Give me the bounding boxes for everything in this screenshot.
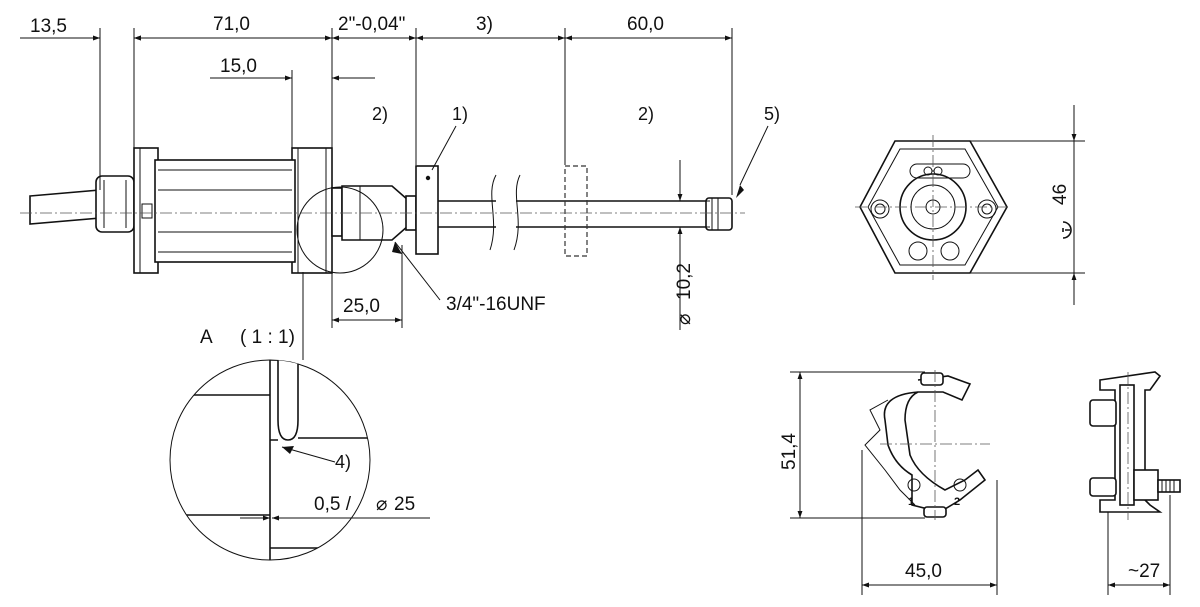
dim-51-4: 51,4	[779, 433, 800, 470]
callout-1: 1)	[452, 104, 468, 124]
dim-0-5-diameter: ⌀	[376, 494, 387, 515]
connector-side-view	[1089, 371, 1181, 520]
position-magnet	[415, 165, 439, 255]
detail-a: A ( 1 : 1) 4) 0,5 / ⌀ 25	[169, 272, 430, 561]
dim-27: ~27	[1128, 561, 1160, 582]
connector-front-view: 1 2	[864, 370, 990, 520]
dim-25: 25	[394, 494, 415, 515]
dim-46-group: 46	[970, 105, 1085, 305]
dim-10-2-group: ⌀ 10,2	[668, 160, 710, 330]
detail-scale: ( 1 : 1)	[240, 327, 295, 348]
front-flange	[291, 147, 333, 274]
dim-15-0: 15,0	[220, 56, 257, 77]
dim-27-group: ~27	[1107, 495, 1171, 595]
callouts: 2) 2) 1) 5) 3/4"-16UNF	[372, 104, 780, 315]
top-dimensions: 13,5 71,0 2"-0,04" 3) 60,0 15,0	[20, 14, 733, 195]
housing-body	[154, 159, 296, 263]
sensor-front-view	[855, 135, 1010, 280]
thread-label: 3/4"-16UNF	[446, 294, 546, 315]
dim-10-2: 10,2	[674, 263, 695, 300]
cable	[29, 189, 101, 225]
dim-45-0-group: 45,0	[861, 450, 998, 595]
callout-2-left: 2)	[372, 104, 388, 124]
cable-gland	[95, 175, 135, 233]
dim-2-inch: 2"-0,04"	[338, 14, 405, 35]
callout-5: 5)	[764, 104, 780, 124]
dim-0-5: 0,5 /	[314, 494, 352, 515]
pin-2: 2	[954, 496, 960, 508]
dim-46: 46	[1050, 184, 1071, 205]
dim-10-2-symbol: ⌀	[674, 314, 695, 325]
pin-1: 1	[908, 496, 914, 508]
dim-3: 3)	[476, 14, 493, 35]
dim-13-5: 13,5	[30, 16, 67, 37]
callout-2-right: 2)	[638, 104, 654, 124]
sensor-side-view	[20, 147, 745, 274]
dim-25-0: 25,0	[343, 296, 380, 317]
wrench-icon	[1062, 221, 1072, 239]
dim-60-0: 60,0	[627, 14, 664, 35]
callout-4: 4)	[335, 452, 351, 472]
dim-71-0: 71,0	[213, 14, 250, 35]
dim-45-0: 45,0	[905, 561, 942, 582]
dim-51-4-group: 51,4	[779, 371, 925, 519]
dim-25-0-group: 25,0	[331, 245, 403, 328]
detail-a-marker	[296, 186, 384, 274]
detail-title: A	[200, 327, 213, 348]
